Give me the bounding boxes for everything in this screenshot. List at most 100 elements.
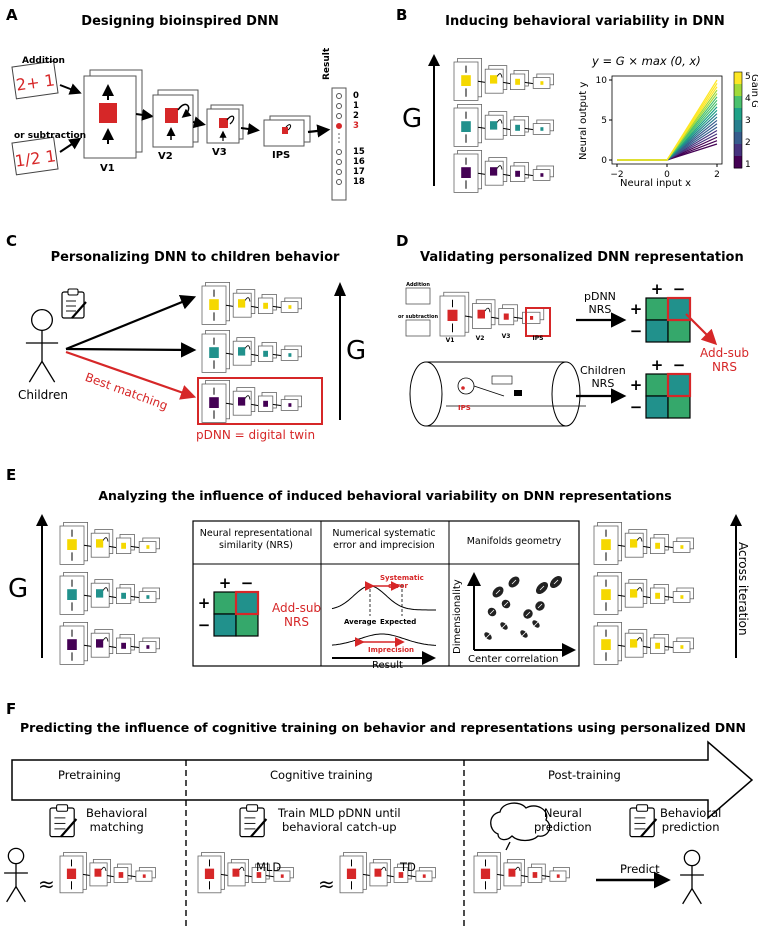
manifold-tick [495,589,501,595]
unit-square [630,589,638,598]
panel-letter-e: E [6,466,17,484]
td-label: TD [400,860,416,874]
table-border [192,520,580,667]
unit-square [280,874,284,878]
result-2: 2 [353,111,359,121]
unit-square [490,167,498,176]
unit-square [209,299,219,310]
unit-square [601,639,611,650]
manifold-tick [525,611,531,617]
sign-label: − [241,574,254,592]
behavioral-matching-label: Behavioral matching [86,806,147,834]
unit-square [238,397,246,406]
add-sub-nrs-label-e: Add-sub NRS [272,601,321,629]
pdnn-nrs-label: pDNN NRS [584,290,616,316]
unit-square [96,539,104,548]
child-figure-icon [25,309,59,383]
stage-cognitive-training: Cognitive training [270,768,373,782]
col-error-header: Numerical systematic error and imprecisi… [332,528,436,551]
unit-square [398,872,404,878]
sign-label: − [673,356,686,374]
sign-label: + [651,280,664,298]
pdnn-nrs: NRS [588,303,612,316]
digital-twin-box [197,377,323,425]
manifold-tick [503,601,509,607]
plot-area [611,75,723,165]
unit-square [490,75,498,84]
arrow-best-match [65,350,197,400]
unit-square [655,642,660,649]
colorbar-segment [734,120,742,133]
add-sub-nrs-label-d: Add-sub NRS [700,346,749,374]
sign-label: − [673,280,686,298]
sign-label: + [630,376,643,394]
tm-2: behavioral catch-up [281,820,397,834]
x-tick-label: −2 [610,170,623,180]
screen [491,375,513,385]
highlight-cell [234,590,260,616]
layer-label-v3: V3 [212,147,227,158]
result-17: 17 [353,167,365,177]
manifold-plot [467,572,576,657]
unit-square [515,170,520,177]
g-symbol-c: G [346,336,367,366]
across-iteration-label: Across iteration [736,542,750,636]
children-label: Children [18,388,68,402]
predict-label: Predict [620,862,660,876]
child-figure-icon [680,849,704,905]
stage-post-training: Post-training [548,768,621,782]
mini-network-iter-2 [593,572,695,615]
manifold-tick [489,609,495,615]
iteration-arrow [730,514,742,658]
gaussian-bottom [331,633,437,646]
unit-square [540,173,544,177]
mini-network-mid-g [453,104,555,147]
bm-2: matching [89,820,144,834]
panel-a-diagram: 2+ 1 1/2 1 [11,60,347,201]
nrs-matrix-children: +−+− [630,356,692,419]
result-1: 1 [353,101,359,111]
unit-square [118,872,124,878]
unit-square [503,313,509,320]
layer-label-small: V1 [446,337,455,344]
dimensionality-label: Dimensionality [452,579,463,654]
colorbar [733,71,743,169]
colorbar-tick-label: 1 [745,160,751,170]
panel-letter-f: F [6,700,17,718]
error-curves [331,581,437,665]
g-axis-arrow-b [428,54,440,186]
subtraction-label-small: or subtraction [398,314,438,320]
unit-square [263,302,268,309]
colorbar-segment [734,132,742,145]
unit-square [540,81,544,85]
unit-square [96,589,104,598]
sign-label: + [630,300,643,318]
unit-square [96,639,104,648]
mini-networks-e-right [593,521,695,665]
layer-label-v1: V1 [100,163,115,174]
bp-2: prediction [661,820,720,834]
unit-square [461,167,471,178]
unit-square [655,592,660,599]
unit-square [630,639,638,648]
layer-label-v2: V2 [158,151,173,162]
result-3: 3 [353,121,359,131]
chart-xlabel: Neural input x [620,178,691,189]
arrow-to-high [65,294,197,351]
sign-label: − [630,322,643,340]
clipboard-icon [61,288,87,319]
mini-networks-e-left [59,521,161,665]
analysis-table: +−+− [192,520,580,667]
layer-label-small: V2 [476,335,485,342]
unit-square [422,874,426,878]
unit-square [232,868,240,877]
col-nrs-header: Neural representational similarity (NRS) [199,528,313,551]
tm-1: Train MLD pDNN until [278,806,401,820]
unit-square [288,403,292,407]
gaussian-top [331,585,436,611]
layer-v2 [152,89,199,148]
colorbar-segment [734,72,742,85]
manifold-tick [539,585,545,591]
unit-square [540,127,544,131]
